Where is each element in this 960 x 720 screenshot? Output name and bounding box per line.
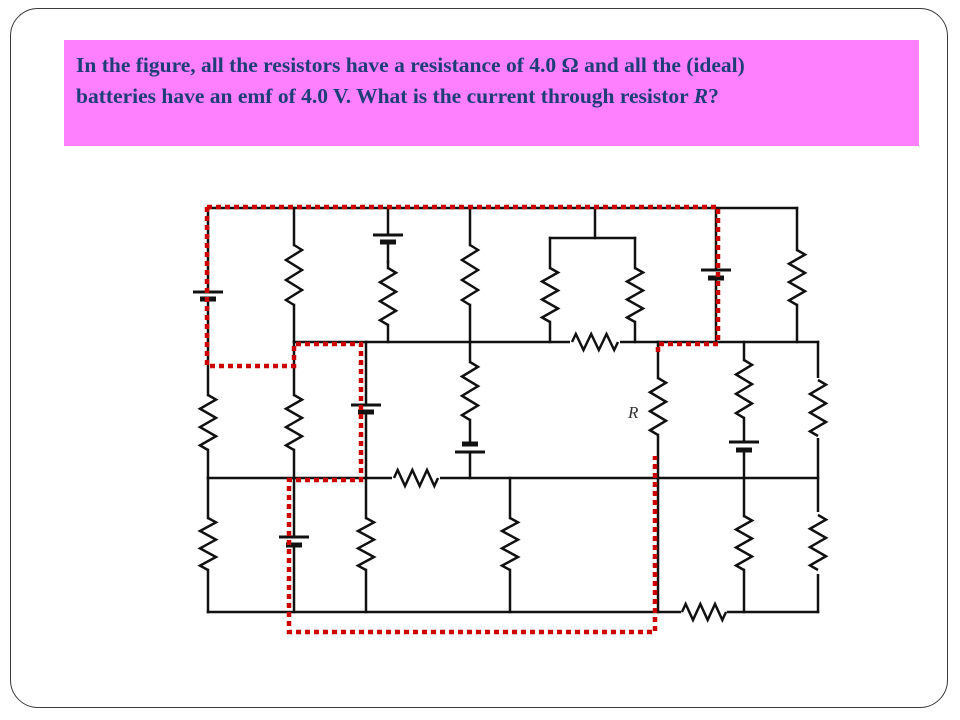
resistor	[459, 360, 481, 422]
resistor	[283, 393, 305, 452]
resistor	[197, 393, 219, 452]
resistor	[733, 514, 755, 572]
resistor	[647, 376, 669, 437]
loop-segment-bottom	[204, 207, 658, 635]
resistor	[807, 513, 829, 572]
resistor	[283, 243, 305, 307]
resistor	[459, 243, 481, 307]
question-line-1: In the figure, all the resistors have a …	[76, 53, 745, 77]
resistor	[570, 331, 620, 353]
resistor	[807, 378, 829, 438]
resistor	[624, 266, 646, 324]
highlighted-loop	[204, 204, 721, 635]
resistor	[786, 248, 808, 307]
resistor	[392, 466, 440, 490]
resistor	[733, 358, 755, 420]
loop-segment-top	[207, 204, 721, 356]
resistor	[355, 516, 377, 572]
resistor	[499, 516, 521, 572]
resistor	[197, 516, 219, 572]
question-variable-r: R	[693, 84, 709, 108]
question-line-2-text: batteries have an emf of 4.0 V. What is …	[76, 84, 694, 108]
question-line-2: batteries have an emf of 4.0 V. What is …	[76, 81, 907, 112]
resistor	[377, 266, 399, 327]
question-box: In the figure, all the resistors have a …	[64, 40, 919, 146]
question-line-2-end: ?	[708, 84, 719, 108]
resistor	[680, 600, 728, 624]
resistor	[539, 266, 561, 324]
circuit-components	[193, 233, 830, 624]
resistor-r-label: R	[627, 403, 639, 422]
